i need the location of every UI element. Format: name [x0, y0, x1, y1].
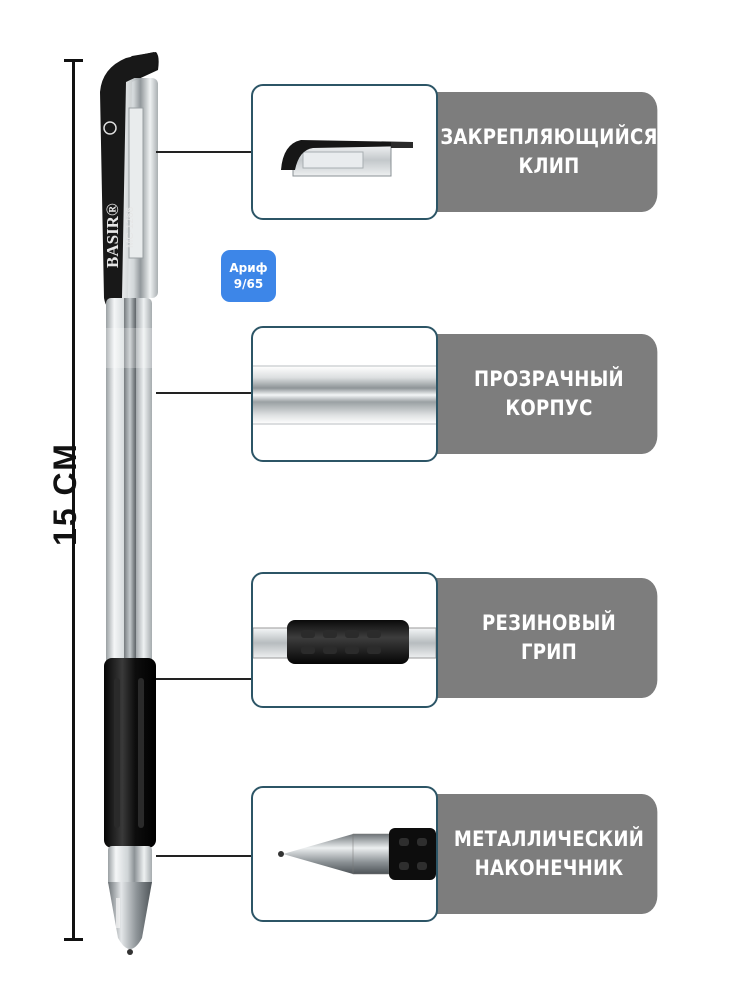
feature-grip-line-1: РЕЗИНОВЫЙ	[482, 611, 616, 635]
feature-clip-line-1: ЗАКРЕПЛЯЮЩИЙСЯ	[440, 125, 658, 149]
feature-grip-line-2: ГРИП	[520, 640, 578, 664]
feature-tip-line-2: НАКОНЕЧНИК	[474, 856, 624, 880]
feature-body-label: ПРОЗРАЧНЫЙ КОРПУС	[420, 334, 658, 454]
feature-body-line-2: КОРПУС	[505, 396, 593, 420]
dimension-line	[72, 60, 75, 940]
feature-tip-image	[251, 786, 438, 922]
pen-illustration: BASIR® MC-1266	[100, 52, 159, 955]
connector-body	[156, 392, 252, 394]
feature-tip-line-1: МЕТАЛЛИЧЕСКИЙ	[453, 827, 645, 851]
feature-clip-label: ЗАКРЕПЛЯЮЩИЙСЯ КЛИП	[420, 92, 657, 212]
dimension-tick-bottom	[64, 938, 83, 941]
badge: Ариф 9/65	[221, 250, 276, 302]
connector-tip	[156, 855, 252, 857]
feature-body-line-1: ПРОЗРАЧНЫЙ	[474, 367, 624, 391]
pen-brand-text: BASIR®	[103, 203, 122, 268]
dimension-tick-top	[64, 59, 83, 62]
badge-line-2: 9/65	[233, 277, 264, 291]
feature-clip-line-2: КЛИП	[518, 154, 580, 178]
feature-tip-label: МЕТАЛЛИЧЕСКИЙ НАКОНЕЧНИК	[420, 794, 658, 914]
feature-clip-image	[251, 84, 438, 220]
connector-grip	[156, 678, 252, 680]
dimension-label: 15 СМ	[46, 442, 83, 546]
feature-grip-label: РЕЗИНОВЫЙ ГРИП	[420, 578, 658, 698]
connector-clip	[156, 151, 252, 153]
badge-line-1: Ариф	[229, 261, 268, 275]
feature-grip-image	[251, 572, 438, 708]
feature-body-image	[251, 326, 438, 462]
pen-model-text: MC-1266	[125, 206, 136, 248]
